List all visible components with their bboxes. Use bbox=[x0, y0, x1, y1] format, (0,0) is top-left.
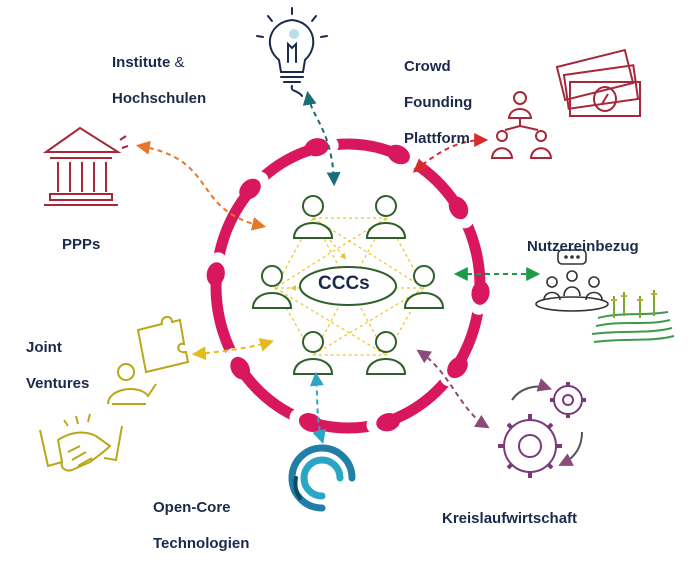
label-institute-amp: & bbox=[170, 54, 185, 71]
meeting-icon bbox=[535, 249, 609, 312]
arrow-kreislauf bbox=[416, 349, 490, 429]
label-opencore: Open-Core Technologien bbox=[153, 481, 249, 571]
label-crowd-line3: Plattform bbox=[404, 130, 470, 147]
ring-joint bbox=[289, 408, 323, 433]
label-institute-line1: Institute & bbox=[112, 54, 206, 72]
people-network-icon bbox=[490, 91, 553, 159]
label-nutzer-text: Nutzereinbezug bbox=[527, 238, 639, 255]
label-ppps-text: PPPs bbox=[62, 236, 101, 253]
person-icon bbox=[403, 265, 445, 309]
people-group bbox=[251, 195, 445, 375]
swirl-circle-icon bbox=[288, 444, 356, 512]
bank-building-icon bbox=[42, 126, 129, 206]
gears-icon bbox=[498, 378, 586, 478]
label-nutzer: Nutzereinbezug bbox=[527, 220, 639, 274]
arrows bbox=[135, 90, 541, 445]
label-crowd: Crowd Founding Plattform bbox=[404, 40, 472, 166]
label-opencore-line2: Technologien bbox=[153, 535, 250, 552]
arrow-crowd bbox=[412, 133, 489, 173]
label-kreislauf: Kreislaufwirtschaft bbox=[442, 492, 577, 546]
person-icon bbox=[292, 331, 334, 375]
label-joint-line2: Ventures bbox=[26, 375, 90, 392]
lightbulb-icon bbox=[256, 7, 328, 97]
puzzle-person-icon bbox=[107, 316, 190, 405]
label-ppps: PPPs bbox=[62, 218, 100, 272]
label-opencore-line1: Open-Core bbox=[153, 499, 231, 516]
label-joint: Joint Ventures bbox=[26, 321, 89, 411]
ring-joint bbox=[206, 252, 228, 287]
center-ellipse bbox=[299, 266, 397, 306]
ring-joint bbox=[366, 413, 401, 434]
ring-joint bbox=[469, 280, 490, 315]
arrow-ppps bbox=[135, 140, 267, 231]
label-crowd-line2: Founding bbox=[404, 94, 473, 111]
person-icon bbox=[251, 265, 293, 309]
handshake-icon bbox=[39, 413, 123, 472]
center-label: CCCs bbox=[318, 273, 370, 294]
money-bills-icon bbox=[555, 48, 641, 117]
person-icon bbox=[365, 331, 407, 375]
ring-joint bbox=[448, 196, 474, 229]
arrow-opencore bbox=[309, 371, 326, 445]
person-icon bbox=[292, 195, 334, 239]
field-icon bbox=[591, 290, 675, 343]
arrow-joint bbox=[191, 338, 275, 361]
person-icon bbox=[365, 195, 407, 239]
label-joint-line1: Joint bbox=[26, 339, 62, 356]
label-crowd-line1: Crowd bbox=[404, 58, 451, 75]
label-institute-line2: Hochschulen bbox=[112, 90, 207, 107]
label-institute: Institute & Hochschulen bbox=[112, 36, 206, 126]
label-institute-word: Institute bbox=[112, 54, 171, 71]
label-kreislauf-text: Kreislaufwirtschaft bbox=[442, 510, 578, 527]
